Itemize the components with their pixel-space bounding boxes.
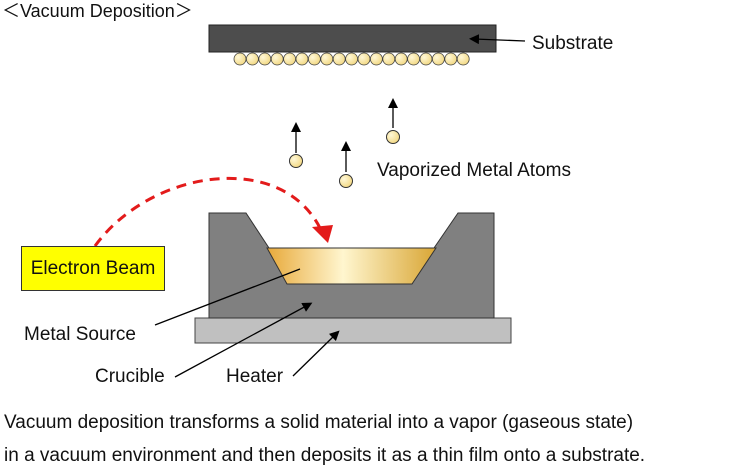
- deposited-atom: [444, 52, 458, 66]
- deposited-atom: [419, 52, 433, 66]
- deposited-atom: [270, 52, 284, 66]
- deposited-atom: [382, 52, 396, 66]
- metal-source-leader-line: [154, 268, 301, 326]
- crucible-leader-line: [174, 302, 313, 378]
- metal-source-label: Metal Source: [24, 324, 136, 345]
- caption-line-1: Vacuum deposition transforms a solid mat…: [4, 412, 634, 433]
- vapor-atom-1: [289, 122, 303, 168]
- diagram-title: ＜Vacuum Deposition＞: [2, 1, 193, 21]
- substrate-label: Substrate: [532, 33, 614, 54]
- substrate: [208, 24, 497, 53]
- crucible-label: Crucible: [95, 366, 165, 387]
- substrate-leader-line: [469, 34, 526, 45]
- heater-leader-line: [292, 330, 340, 377]
- deposited-atom: [245, 52, 259, 66]
- deposited-atom: [369, 52, 383, 66]
- caption: Vacuum deposition transforms a solid mat…: [4, 406, 734, 472]
- deposited-atom: [456, 52, 470, 66]
- deposited-atom: [307, 52, 321, 66]
- heater-label: Heater: [226, 366, 284, 387]
- electron-beam-label: Electron Beam: [21, 246, 165, 291]
- vaporized-atoms-label: Vaporized Metal Atoms: [377, 160, 571, 181]
- electron-beam-path: [93, 176, 322, 247]
- deposited-atom: [320, 52, 334, 66]
- vapor-atom-2: [339, 141, 353, 188]
- deposited-atom: [394, 52, 408, 66]
- metal-source: [266, 247, 437, 285]
- deposited-atom: [345, 52, 359, 66]
- deposited-atom: [283, 52, 297, 66]
- deposited-atom-layer: [233, 52, 470, 66]
- deposited-atom: [357, 52, 371, 66]
- caption-line-2: in a vacuum environment and then deposit…: [4, 445, 646, 466]
- deposited-atom: [431, 52, 445, 66]
- deposited-atom: [233, 52, 247, 66]
- deposited-atom: [407, 52, 421, 66]
- vapor-atom-3: [386, 98, 400, 144]
- heater: [194, 317, 512, 344]
- electron-beam-arrowhead: [312, 225, 333, 243]
- deposited-atom: [332, 52, 346, 66]
- deposited-atom: [295, 52, 309, 66]
- deposited-atom: [258, 52, 272, 66]
